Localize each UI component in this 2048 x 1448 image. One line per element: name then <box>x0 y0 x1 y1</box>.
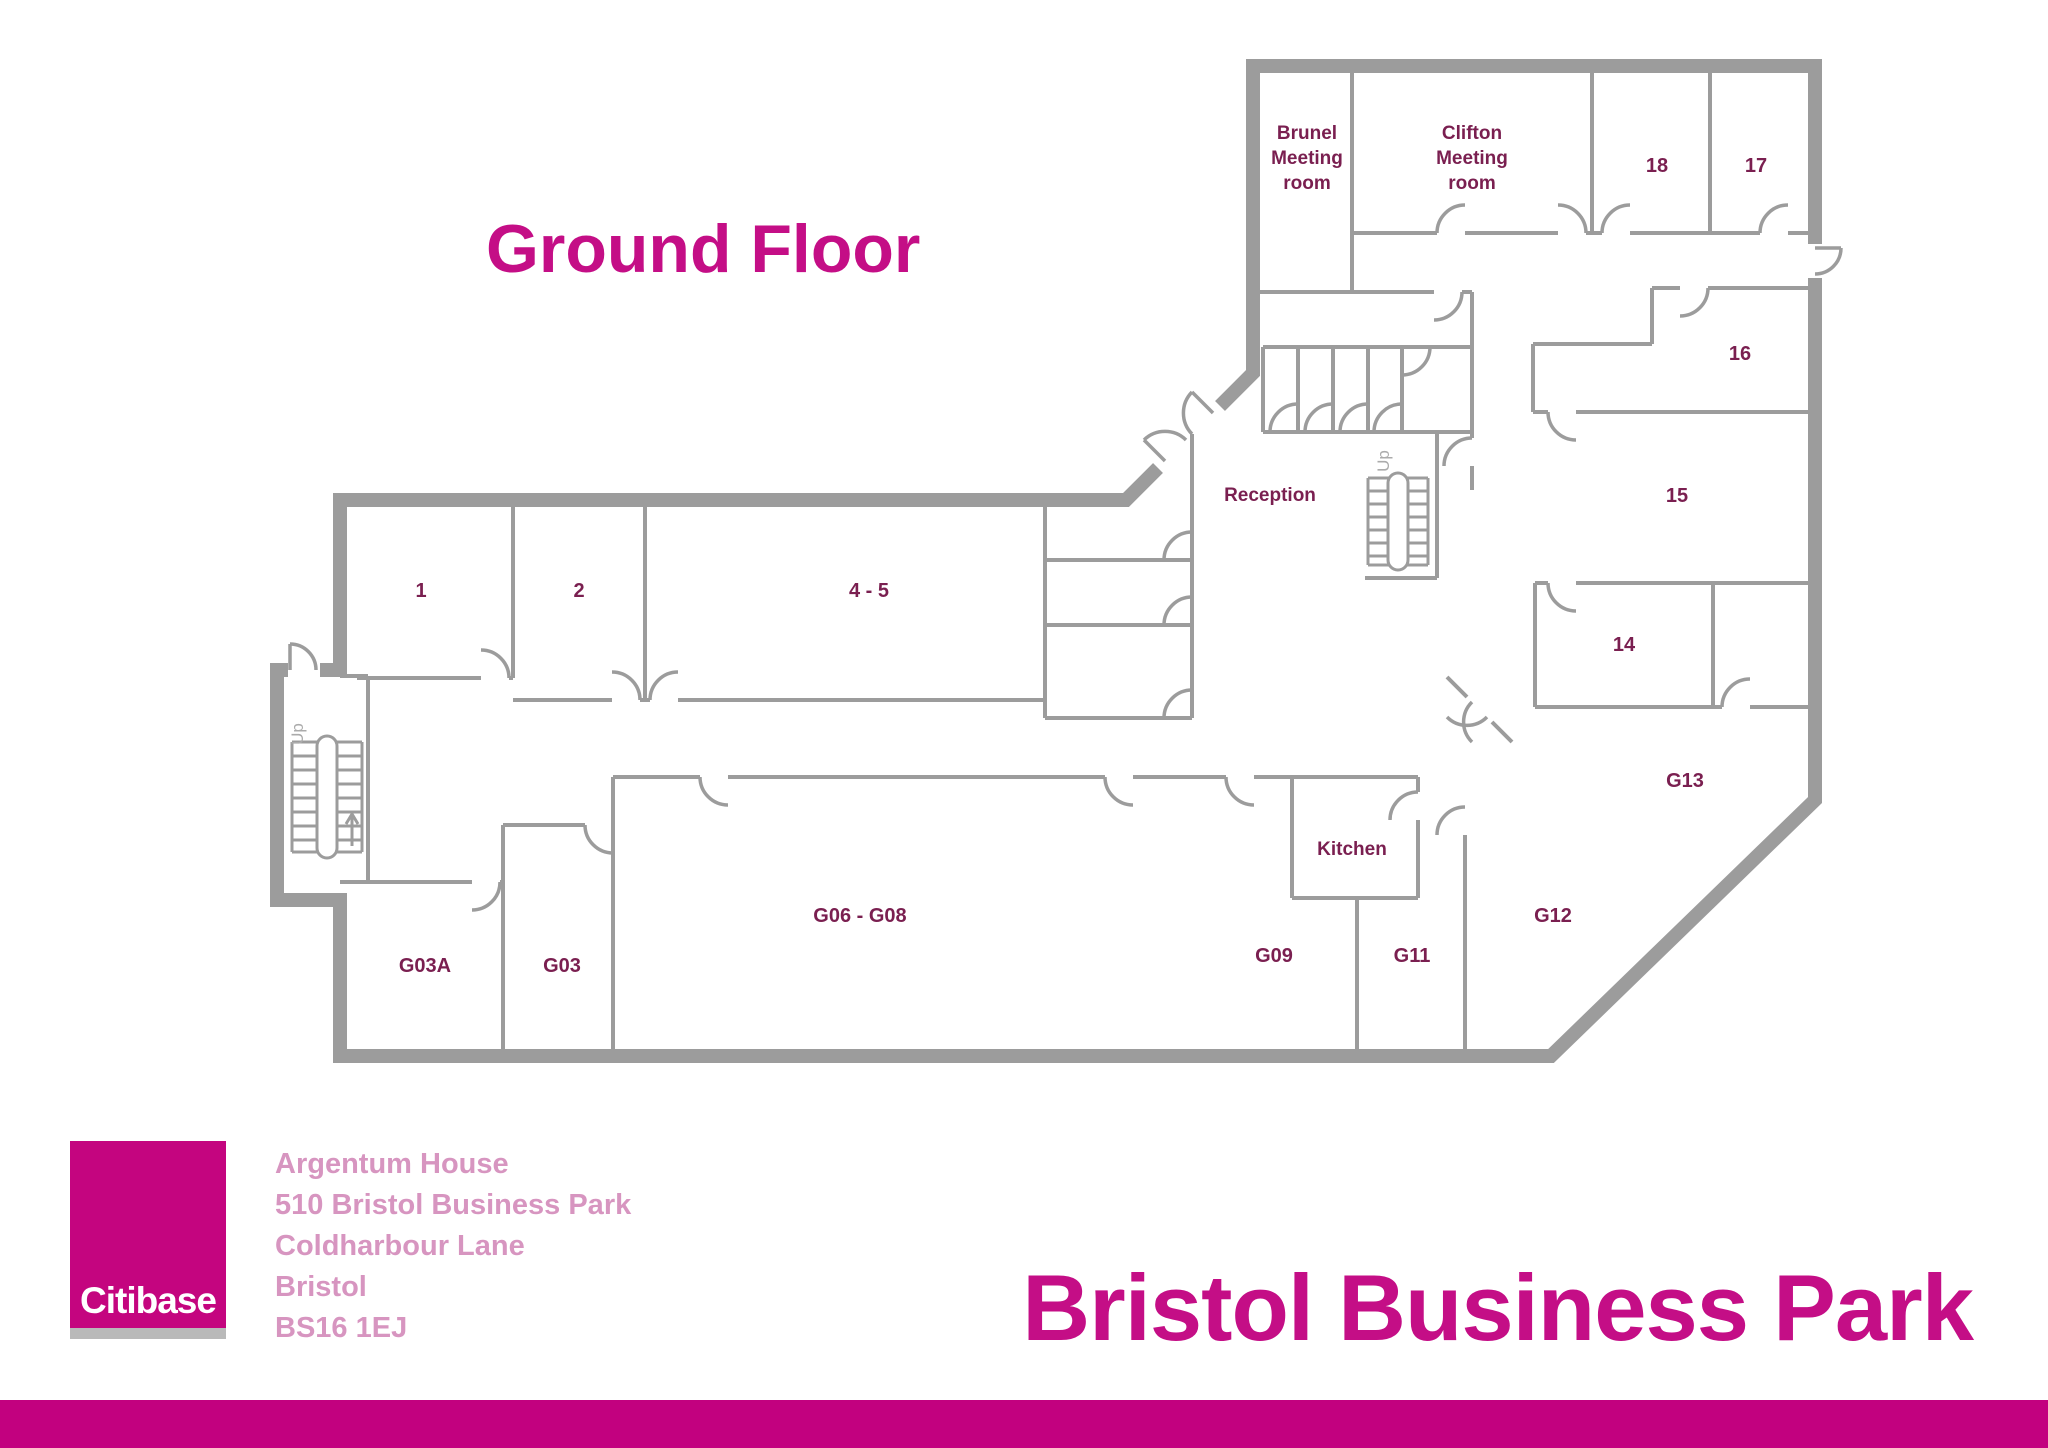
address-line-2: 510 Bristol Business Park <box>275 1189 632 1221</box>
room-label-brunel-line1: Brunel <box>1277 123 1337 144</box>
room-label-g12: G12 <box>1534 905 1572 927</box>
room-label-g03: G03 <box>543 955 581 977</box>
up-label-stairs-central: Up <box>1374 450 1393 472</box>
room-label-15: 15 <box>1666 485 1688 507</box>
room-label-17: 17 <box>1745 155 1767 177</box>
room-label-clifton-line3: room <box>1448 173 1496 194</box>
room-label-14: 14 <box>1613 634 1636 656</box>
address-line-4: Bristol <box>275 1271 367 1303</box>
room-label-brunel-line2: Meeting <box>1271 148 1343 169</box>
up-label-stairs-west: Up <box>288 723 307 745</box>
room-label-kitchen: Kitchen <box>1317 839 1387 860</box>
bottom-accent-bar <box>0 1400 2048 1448</box>
outer-walls <box>270 59 1822 1063</box>
floor-title: Ground Floor <box>486 211 921 287</box>
door-arcs <box>288 203 1843 912</box>
address-line-5: BS16 1EJ <box>275 1312 408 1344</box>
room-labels: Brunel Meeting room Clifton Meeting room… <box>288 123 1767 977</box>
room-label-brunel-line3: room <box>1283 173 1331 194</box>
site-title: Bristol Business Park <box>1022 1255 1974 1360</box>
outer-wall-door-gaps <box>288 244 1824 679</box>
address-line-3: Coldharbour Lane <box>275 1230 525 1262</box>
room-label-1: 1 <box>415 580 426 602</box>
citibase-logo-gray-strip <box>70 1328 226 1339</box>
address-block: Argentum House 510 Bristol Business Park… <box>275 1144 631 1349</box>
staircase-west <box>290 734 364 860</box>
room-label-18: 18 <box>1646 155 1668 177</box>
staircase-central <box>1366 471 1430 572</box>
citibase-logo-text: Citibase <box>80 1280 217 1321</box>
room-label-reception: Reception <box>1224 485 1316 506</box>
room-label-g13: G13 <box>1666 770 1704 792</box>
room-label-clifton-line2: Meeting <box>1436 148 1508 169</box>
room-label-clifton-line1: Clifton <box>1442 123 1502 144</box>
address-line-1: Argentum House <box>275 1148 509 1180</box>
room-label-g09: G09 <box>1255 945 1293 967</box>
room-label-g06-g08: G06 - G08 <box>813 905 906 927</box>
inner-walls <box>340 66 1815 1053</box>
room-label-g11: G11 <box>1394 945 1431 967</box>
room-label-4-5: 4 - 5 <box>849 580 889 602</box>
room-label-g03a: G03A <box>399 955 451 977</box>
citibase-logo: Citibase <box>70 1141 226 1328</box>
room-label-2: 2 <box>573 580 584 602</box>
room-label-16: 16 <box>1729 343 1751 365</box>
